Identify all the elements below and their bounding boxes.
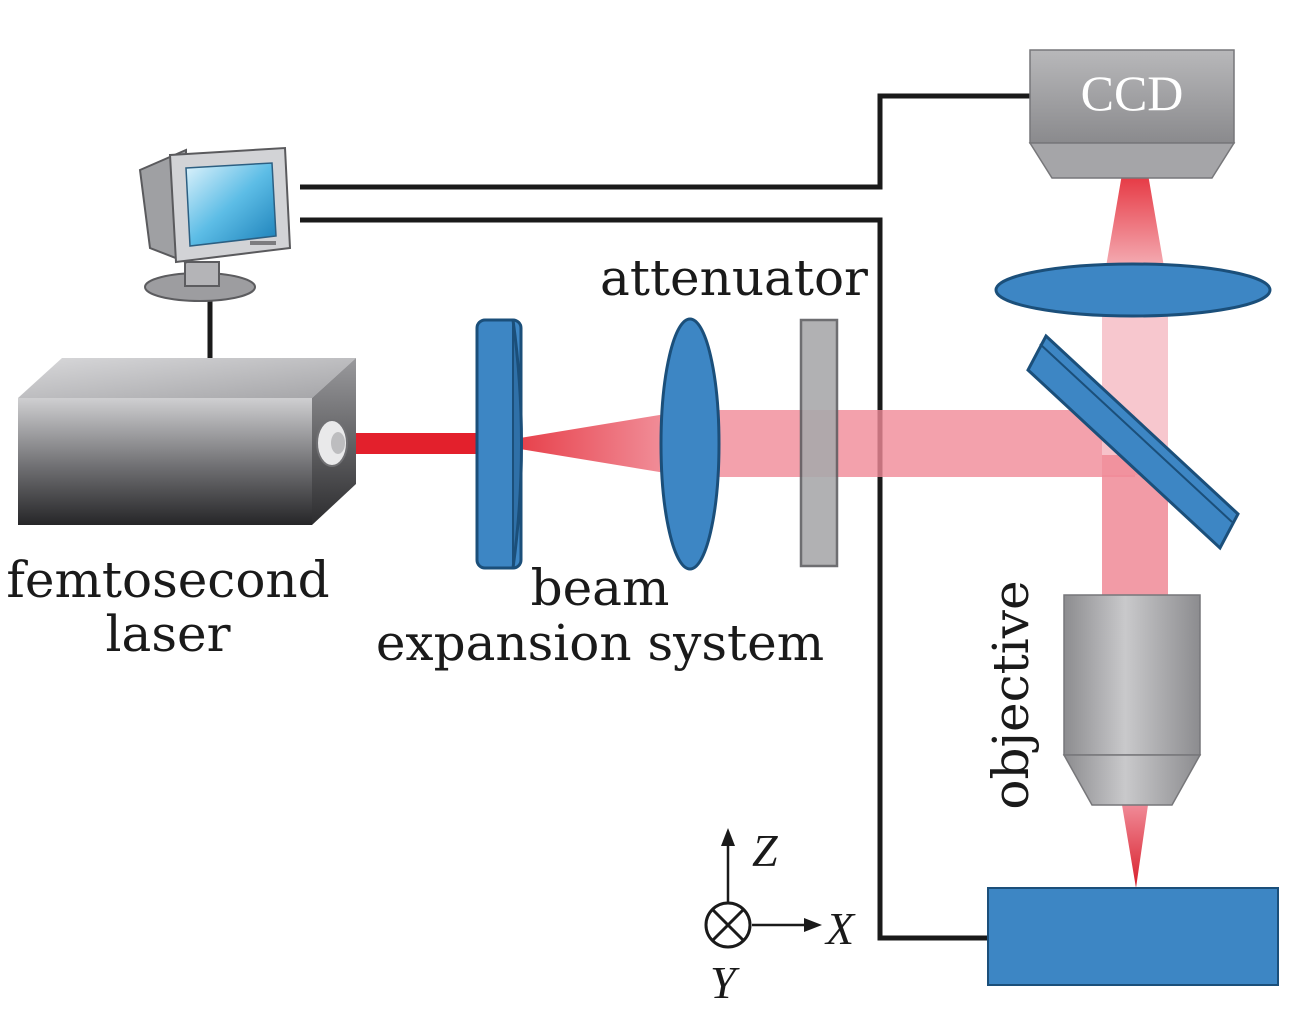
- beam-label-line2: expansion system: [376, 614, 824, 672]
- wire-computer-to-stage: [300, 217, 988, 941]
- axis-z-label: Z: [752, 825, 778, 876]
- attenuator-label: attenuator: [600, 249, 868, 307]
- dichroic-mirror: [1026, 333, 1240, 551]
- objective-lens-icon: [1062, 594, 1202, 806]
- laser-label-line2: laser: [106, 605, 231, 663]
- focused-beam-to-sample: [1122, 805, 1148, 888]
- collimated-beam: [690, 410, 1135, 477]
- axis-x-label: X: [824, 903, 856, 954]
- ccd-label: CCD: [1081, 65, 1184, 121]
- expansion-lens-2: [659, 317, 721, 571]
- control-wires: [207, 93, 1030, 941]
- laser-front: [18, 398, 312, 525]
- wire-computer-to-ccd: [300, 93, 1030, 190]
- sample-stage: [987, 887, 1279, 986]
- computer-monitor-icon: [138, 146, 292, 302]
- laser-box-icon: [18, 358, 356, 525]
- coordinate-axes-icon: [704, 828, 822, 949]
- laser-top: [18, 358, 356, 398]
- attenuator-plate: [799, 318, 839, 568]
- laser-output-beam: [340, 433, 490, 454]
- laser-label-line1: femtosecond: [6, 551, 329, 609]
- expanding-beam-cone: [520, 410, 690, 477]
- ccd-tube-lens: [994, 262, 1272, 318]
- axis-y-label: Y: [710, 957, 740, 1008]
- expansion-lens-1: [475, 318, 523, 570]
- ccd-camera-icon: CCD: [1028, 49, 1236, 179]
- beam-expansion-optics: [475, 317, 721, 571]
- ccd-focus-beam: [1102, 174, 1168, 290]
- beam-label-line1: beam: [531, 559, 670, 617]
- laser-beams: [340, 174, 1168, 888]
- objective-label: objective: [982, 580, 1040, 809]
